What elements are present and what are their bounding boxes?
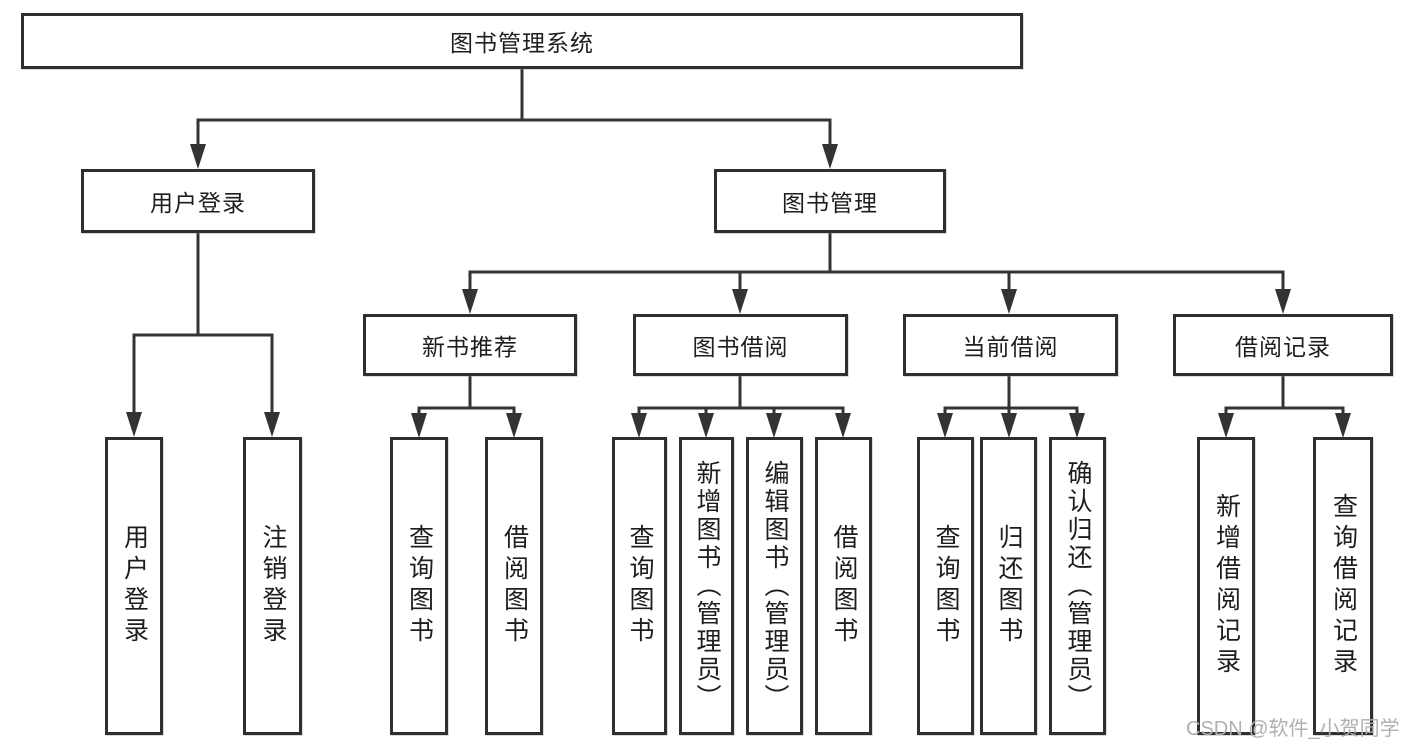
node-label: 图书管理系统 [450,30,594,56]
node-book-borrow: 图书借阅 [633,314,848,376]
node-current-borrow: 当前借阅 [903,314,1118,376]
leaf-label: 归还图书 [995,524,1023,648]
leaf-label: 借阅图书 [500,524,529,648]
leaf-return-books: 归还图书 [980,437,1037,735]
leaf-logout: 注销登录 [243,437,302,735]
tree-edges [132,69,1345,415]
node-user-login: 用户登录 [81,169,315,233]
node-borrow-records: 借阅记录 [1173,314,1393,376]
node-label: 当前借阅 [962,334,1059,360]
leaf-confirm-return-admin: 确认归还（管理员） [1049,437,1106,735]
leaf-user-login: 用户登录 [105,437,163,735]
leaf-label: 注销登录 [259,524,287,648]
node-new-book-recommend: 新书推荐 [363,314,577,376]
leaf-borrow-books-1: 借阅图书 [485,437,543,735]
leaf-edit-books-admin: 编辑图书（管理员） [746,437,803,735]
node-label: 借阅记录 [1235,334,1331,360]
leaf-label: 新增借阅记录 [1212,493,1241,679]
node-library-system: 图书管理系统 [21,13,1023,69]
leaf-label: 编辑图书（管理员） [761,460,789,712]
leaf-add-borrow-record: 新增借阅记录 [1197,437,1255,735]
csdn-watermark: CSDN @软件_小贺同学 [1186,718,1400,740]
leaf-query-borrow-record: 查询借阅记录 [1313,437,1373,735]
node-label: 用户登录 [150,190,246,216]
leaf-query-books-2: 查询图书 [612,437,667,735]
leaf-label: 确认归还（管理员） [1064,460,1092,712]
leaf-query-books-1: 查询图书 [390,437,448,735]
leaf-add-books-admin: 新增图书（管理员） [679,437,734,735]
node-label: 新书推荐 [422,334,518,360]
leaf-label: 查询图书 [932,524,960,648]
node-label: 图书借阅 [692,334,789,360]
leaf-label: 查询图书 [626,524,654,648]
leaf-label: 查询图书 [405,524,434,648]
leaf-label: 查询借阅记录 [1329,493,1358,679]
leaf-label: 借阅图书 [830,524,858,648]
leaf-borrow-books-2: 借阅图书 [815,437,872,735]
leaf-query-books-3: 查询图书 [917,437,974,735]
leaf-label: 新增图书（管理员） [693,460,721,712]
arrowheads [126,144,1351,438]
node-label: 图书管理 [782,190,878,216]
node-book-management: 图书管理 [714,169,946,233]
leaf-label: 用户登录 [120,524,149,648]
